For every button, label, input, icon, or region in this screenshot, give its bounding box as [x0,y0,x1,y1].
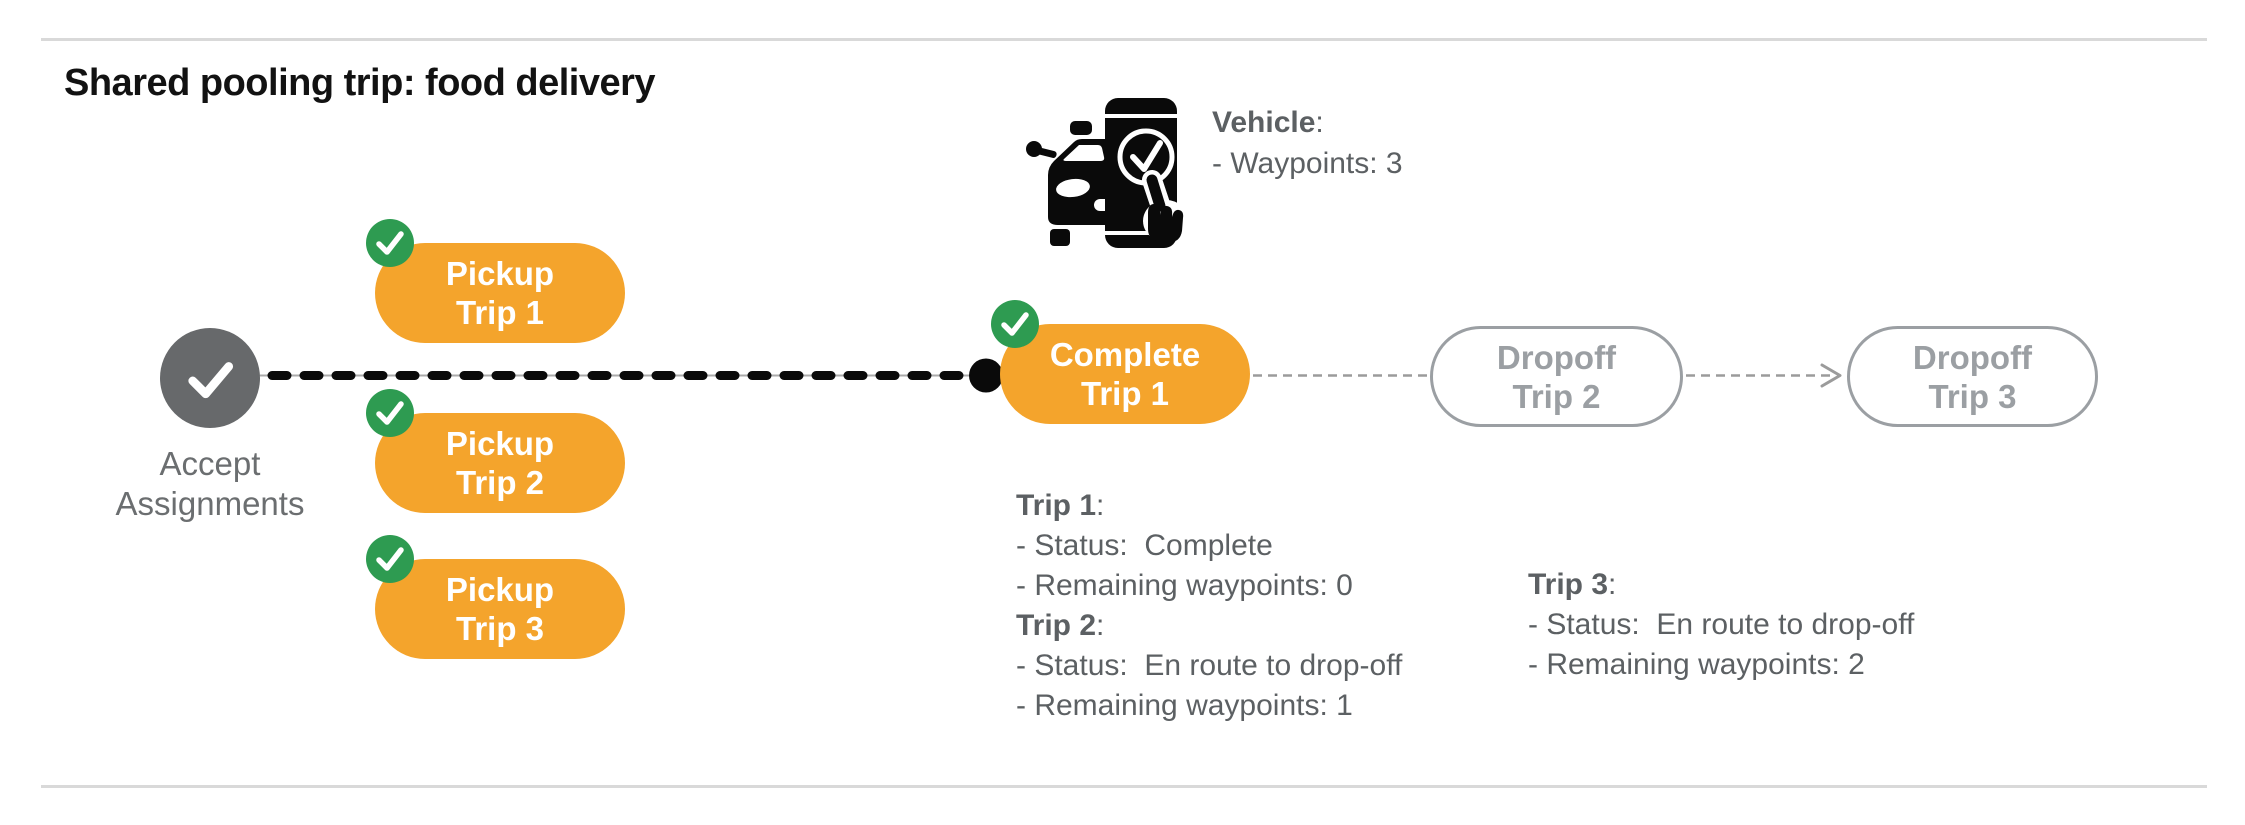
trip-3-heading: Trip 3: [1528,568,1617,601]
bottom-divider [41,785,2207,788]
trip-1-waypoints-line: - Remaining waypoints: 0 [1016,569,1353,602]
completed-check-badge [366,535,414,583]
vehicle-label: Vehicle: [1212,106,1324,139]
checkmark-icon [376,401,404,425]
top-divider [41,38,2207,41]
dropoff-trip-3-pill: Dropoff Trip 3 [1847,326,2098,427]
pickup-trip-2-pill: Pickup Trip 2 [366,389,625,513]
pickup-trip-3-pill: Pickup Trip 3 [366,535,625,659]
trip-2-waypoints-line: - Remaining waypoints: 1 [1016,689,1353,722]
trip-1-2-status-block: Trip 1: - Status: Complete - Remaining w… [1016,486,1402,726]
trip-3-waypoints-line: - Remaining waypoints: 2 [1528,648,1865,681]
arrowhead-icon [1820,363,1842,388]
page-title: Shared pooling trip: food delivery [64,62,656,104]
checkmark-icon [376,231,404,255]
accept-assignments-label: Accept Assignments [115,445,305,522]
completed-check-badge [366,219,414,267]
vehicle-summary: Vehicle: - Waypoints: 3 [1212,102,1403,184]
complete-trip-1-pill: Complete Trip 1 [991,300,1250,424]
trip-2-heading: Trip 2: [1016,609,1105,642]
completed-check-badge [366,389,414,437]
trip-2-status-line: - Status: En route to drop-off [1016,649,1403,682]
trip-1-heading: Trip 1: [1016,489,1105,522]
current-position-dot [969,358,1003,393]
checkmark-icon [188,362,234,399]
trip-1-status-line: - Status: Complete [1016,529,1273,562]
car-phone-checkmark-icon [1026,98,1189,248]
checkmark-icon [376,547,404,571]
dropoff-trip-2-pill: Dropoff Trip 2 [1430,326,1683,427]
vehicle-waypoints: - Waypoints: 3 [1212,147,1403,180]
completed-check-badge [991,300,1039,348]
trip-3-status-block: Trip 3: - Status: En route to drop-off -… [1528,565,1914,685]
accept-assignments-node [160,328,260,428]
trip-3-status-line: - Status: En route to drop-off [1528,608,1915,641]
pickup-trip-1-pill: Pickup Trip 1 [366,219,625,343]
checkmark-icon [1001,312,1029,336]
